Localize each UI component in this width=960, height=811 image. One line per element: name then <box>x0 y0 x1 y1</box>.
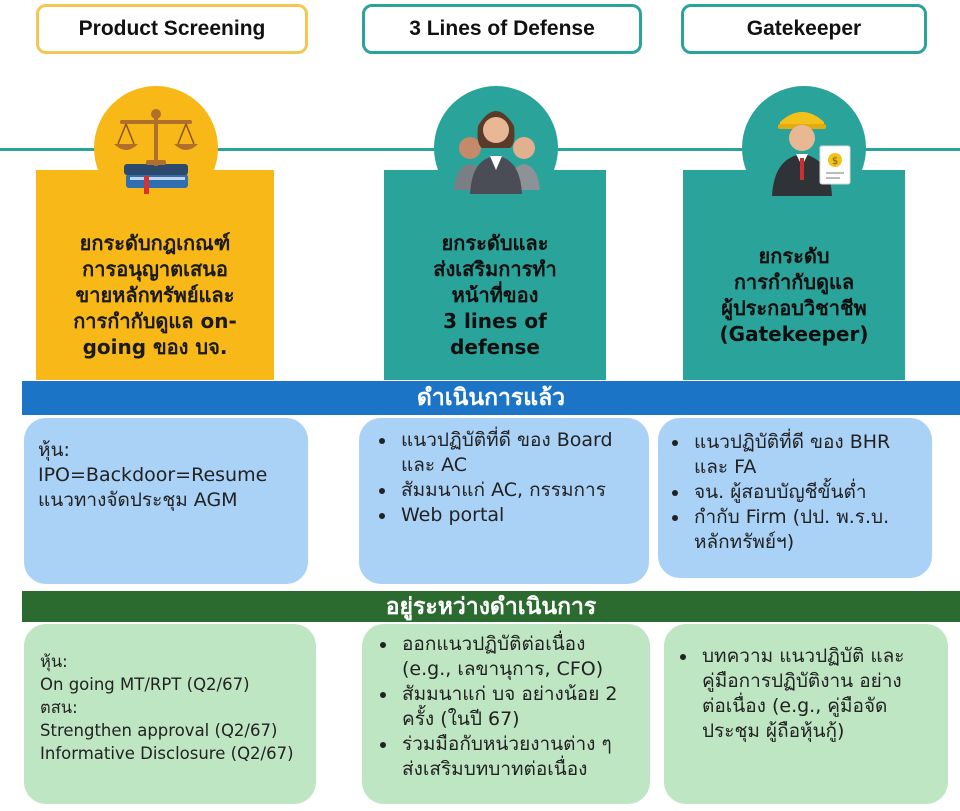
done-line: แนวทางจัดประชุม AGM <box>38 489 238 511</box>
done-list: แนวปฏิบัติที่ดี ของ BHR และ FA จน. ผู้สอ… <box>660 430 902 555</box>
progress-line: On going MT/RPT (Q2/67) <box>40 675 250 694</box>
panel-line: defense <box>450 335 540 359</box>
section-title: ดำเนินการแล้ว <box>416 385 566 411</box>
section-bar-in-progress: อยู่ระหว่างดำเนินการ <box>22 591 960 622</box>
progress-list-item: สัมมนาแก่ บจ อย่างน้อย 2 ครั้ง (ในปี 67) <box>398 682 638 732</box>
progress-list-item: ร่วมมือกับหน่วยงานต่าง ๆ ส่งเสริมบทบาทต่… <box>398 732 638 782</box>
panel-product-screening: ยกระดับกฎเกณฑ์ การอนุญาตเสนอ ขายหลักทรัพ… <box>36 170 274 380</box>
panel-text: ยกระดับ การกำกับดูแล ผู้ประกอบวิชาชีพ (G… <box>720 243 869 347</box>
panel-line: ขายหลักทรัพย์และ <box>75 283 235 307</box>
done-line: IPO=Backdoor=Resume <box>38 464 268 486</box>
section-bar-done: ดำเนินการแล้ว <box>22 381 960 415</box>
done-list-item: สัมมนาแก่ AC, กรรมการ <box>397 478 639 503</box>
progress-line: Informative Disclosure (Q2/67) <box>40 744 294 763</box>
header-gatekeeper: Gatekeeper <box>681 4 927 54</box>
done-list-item: แนวปฏิบัติที่ดี ของ Board และ AC <box>397 428 639 478</box>
panel-line: หน้าที่ของ <box>451 283 539 307</box>
progress-text: หุ้น: On going MT/RPT (Q2/67) ตสน: Stren… <box>40 650 316 765</box>
done-list-item: จน. ผู้สอบบัญชีขั้นต่ำ <box>690 480 902 505</box>
header-label: 3 Lines of Defense <box>409 17 595 40</box>
panel-line: ผู้ประกอบวิชาชีพ <box>721 296 867 320</box>
progress-list-item: ออกแนวปฏิบัติต่อเนื่อง (e.g., เลขานุการ,… <box>398 632 638 682</box>
scales-of-justice-icon <box>94 86 218 210</box>
panel-text: ยกระดับและ ส่งเสริมการทำ หน้าที่ของ 3 li… <box>433 230 556 360</box>
svg-text:$: $ <box>832 156 838 167</box>
header-label: Product Screening <box>78 17 266 40</box>
progress-box-3-lines: ออกแนวปฏิบัติต่อเนื่อง (e.g., เลขานุการ,… <box>362 624 650 804</box>
header-3-lines-of-defense: 3 Lines of Defense <box>362 4 642 54</box>
progress-line: ตสน: <box>40 698 78 717</box>
done-list-item: กำกับ Firm (ปป. พ.ร.บ. หลักทรัพย์ฯ) <box>690 505 902 555</box>
team-people-icon <box>434 86 558 210</box>
header-label: Gatekeeper <box>746 17 862 40</box>
professional-with-document-icon: $ <box>742 86 866 210</box>
progress-box-product-screening: หุ้น: On going MT/RPT (Q2/67) ตสน: Stren… <box>24 624 316 804</box>
progress-box-gatekeeper: บทความ แนวปฏิบัติ และคู่มือการปฏิบัติงาน… <box>664 624 948 804</box>
done-box-3-lines: แนวปฏิบัติที่ดี ของ Board และ AC สัมมนาแ… <box>359 418 649 584</box>
panel-line: (Gatekeeper) <box>719 322 869 346</box>
section-title: อยู่ระหว่างดำเนินการ <box>385 593 597 620</box>
progress-list-item: บทความ แนวปฏิบัติ และคู่มือการปฏิบัติงาน… <box>698 644 924 744</box>
panel-line: going ของ บจ. <box>82 335 228 359</box>
done-box-product-screening: หุ้น: IPO=Backdoor=Resume แนวทางจัดประชุ… <box>24 418 308 584</box>
done-list: แนวปฏิบัติที่ดี ของ Board และ AC สัมมนาแ… <box>367 428 639 528</box>
progress-list: บทความ แนวปฏิบัติ และคู่มือการปฏิบัติงาน… <box>668 644 924 744</box>
panel-line: 3 lines of <box>443 309 547 333</box>
done-text: หุ้น: IPO=Backdoor=Resume แนวทางจัดประชุ… <box>38 438 308 513</box>
panel-line: ยกระดับกฎเกณฑ์ <box>79 231 231 255</box>
panel-line: การอนุญาตเสนอ <box>82 257 228 281</box>
done-box-gatekeeper: แนวปฏิบัติที่ดี ของ BHR และ FA จน. ผู้สอ… <box>658 418 932 578</box>
header-product-screening: Product Screening <box>36 4 308 54</box>
done-line: หุ้น: <box>38 439 70 461</box>
panel-line: การกำกับดูแล <box>733 270 855 294</box>
panel-line: การกำกับดูแล on- <box>73 309 237 333</box>
panel-text: ยกระดับกฎเกณฑ์ การอนุญาตเสนอ ขายหลักทรัพ… <box>73 230 237 360</box>
done-list-item: แนวปฏิบัติที่ดี ของ BHR และ FA <box>690 430 902 480</box>
panel-line: ส่งเสริมการทำ <box>433 257 557 281</box>
progress-list: ออกแนวปฏิบัติต่อเนื่อง (e.g., เลขานุการ,… <box>368 632 638 782</box>
progress-line: หุ้น: <box>40 652 68 671</box>
panel-line: ยกระดับ <box>758 244 830 268</box>
done-list-item: Web portal <box>397 503 639 528</box>
panel-line: ยกระดับและ <box>441 231 549 255</box>
progress-line: Strengthen approval (Q2/67) <box>40 721 278 740</box>
